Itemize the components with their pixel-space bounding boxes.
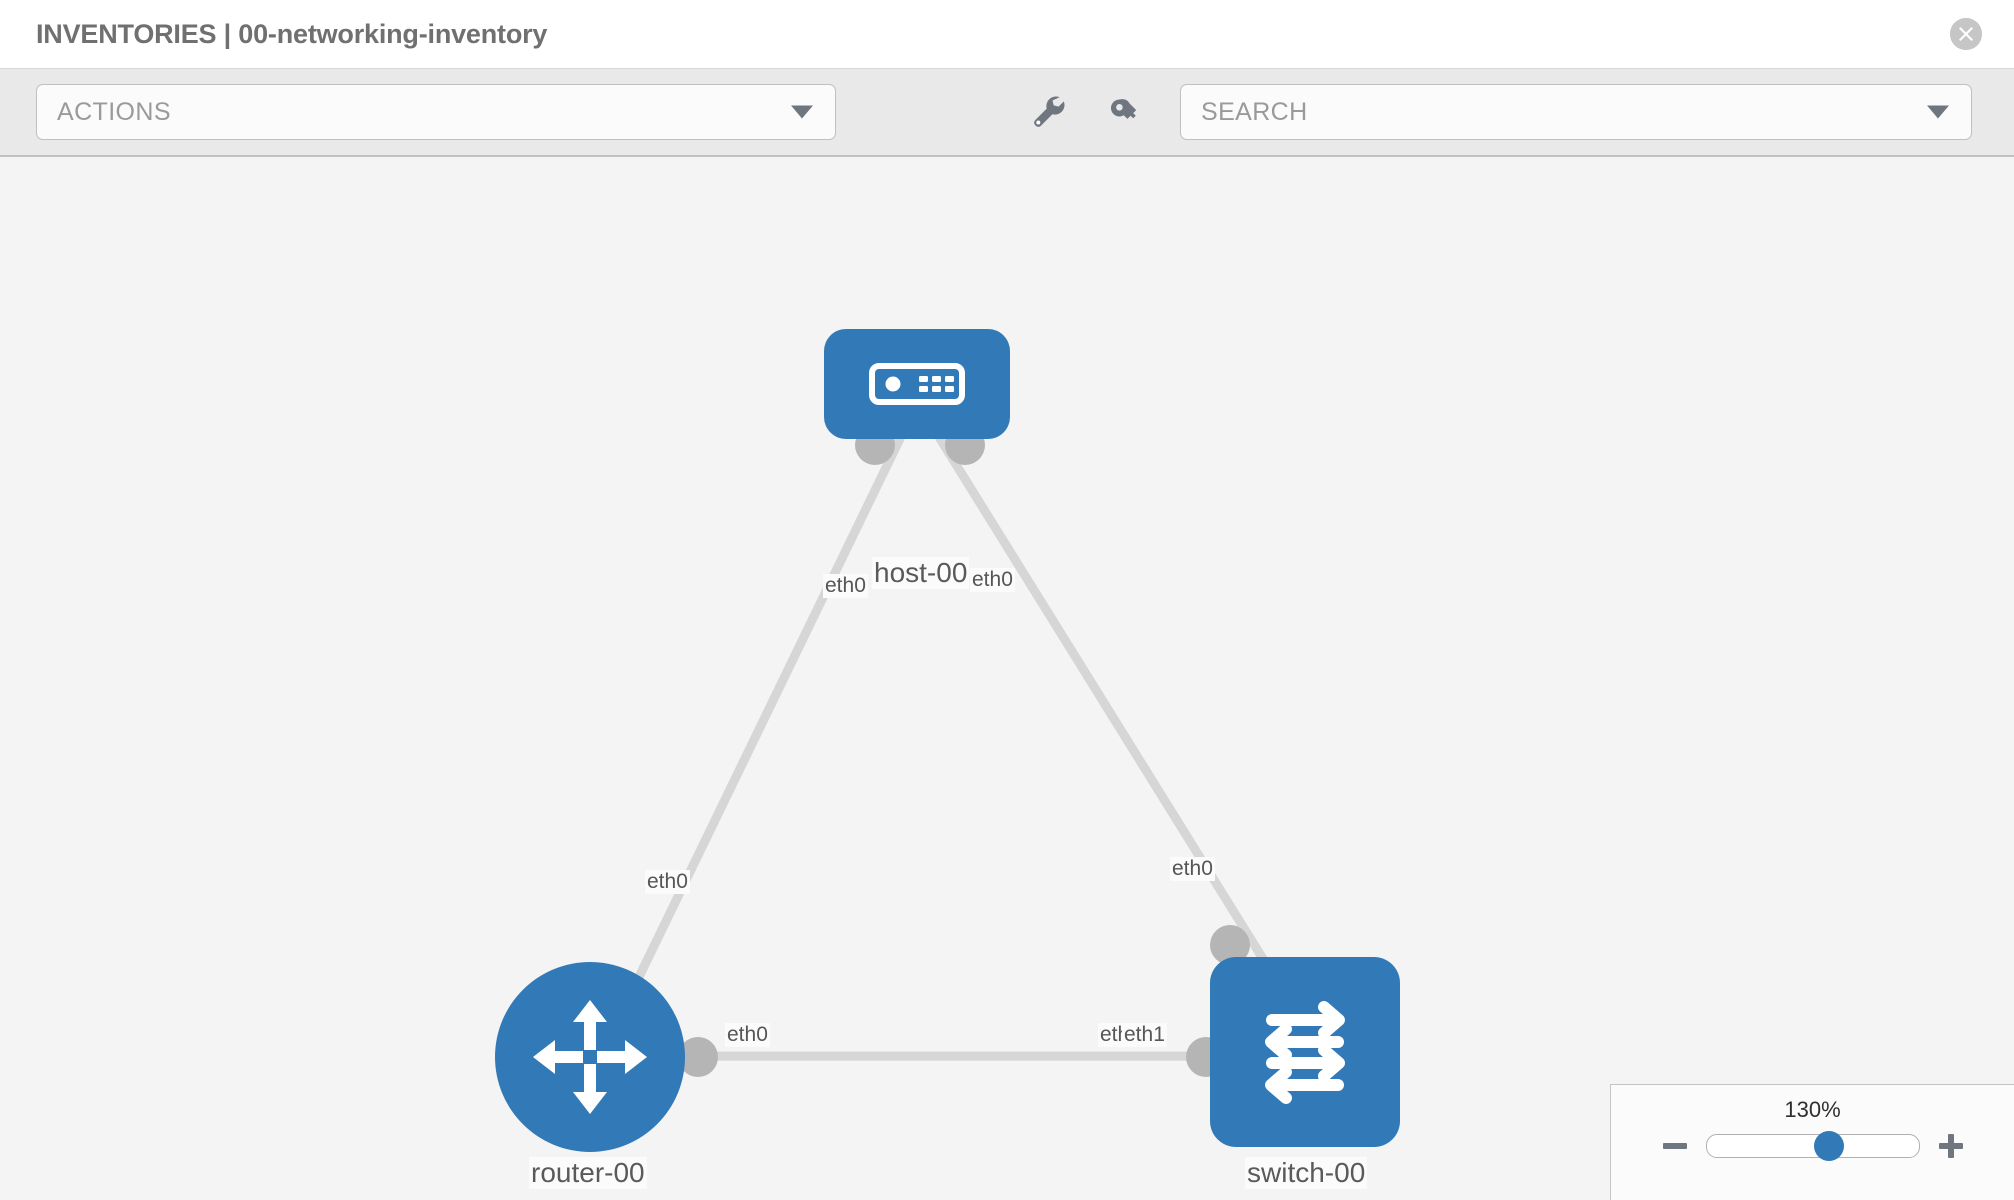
page-title: INVENTORIES | 00-networking-inventory bbox=[36, 18, 548, 49]
zoom-slider-row bbox=[1611, 1131, 2014, 1161]
chevron-down-icon bbox=[791, 105, 813, 119]
page-header: INVENTORIES | 00-networking-inventory bbox=[0, 0, 2014, 69]
chevron-down-icon[interactable] bbox=[1927, 105, 1949, 119]
zoom-slider-thumb[interactable] bbox=[1814, 1131, 1845, 1161]
edge-label-switch-left-b: eth1 bbox=[1122, 1023, 1167, 1047]
router-icon bbox=[533, 1000, 647, 1114]
actions-dropdown[interactable]: ACTIONS bbox=[36, 84, 836, 140]
plus-icon[interactable] bbox=[1936, 1131, 1966, 1161]
toolbar: ACTIONS bbox=[0, 69, 2014, 157]
zoom-control-panel: 130% bbox=[1610, 1084, 2014, 1200]
actions-dropdown-label: ACTIONS bbox=[57, 97, 171, 126]
edge-label-host-right: eth0 bbox=[970, 568, 1015, 592]
edge-label-host-left: eth0 bbox=[823, 574, 868, 598]
edge-label-router-up: eth0 bbox=[645, 870, 690, 894]
wrench-icon[interactable] bbox=[1026, 89, 1068, 136]
node-router-00[interactable] bbox=[495, 962, 685, 1152]
toolbar-icon-group bbox=[1026, 89, 1146, 136]
node-label-host-00: host-00 bbox=[872, 557, 970, 589]
node-label-switch-00: switch-00 bbox=[1245, 1157, 1368, 1189]
topology-edges bbox=[615, 434, 1285, 1061]
server-icon bbox=[869, 363, 965, 405]
node-host-00[interactable] bbox=[824, 329, 1010, 439]
node-switch-00[interactable] bbox=[1210, 957, 1400, 1147]
search-placeholder: SEARCH bbox=[1201, 97, 1308, 126]
minus-icon[interactable] bbox=[1660, 1131, 1690, 1161]
switch-icon bbox=[1265, 1001, 1345, 1104]
zoom-level-value: 130% bbox=[1784, 1097, 1841, 1122]
node-label-router-00: router-00 bbox=[529, 1157, 647, 1189]
edge-host-switch bbox=[935, 434, 1285, 991]
edge-label-router-right: eth0 bbox=[725, 1023, 770, 1047]
search-input[interactable]: SEARCH bbox=[1180, 84, 1972, 140]
zoom-slider[interactable] bbox=[1705, 1131, 1920, 1161]
close-icon[interactable] bbox=[1950, 18, 1982, 50]
topology-canvas[interactable]: host-00 router-00 switch-00 eth0 eth0 et… bbox=[0, 157, 2014, 1200]
key-icon[interactable] bbox=[1104, 89, 1146, 136]
edge-label-switch-up: eth0 bbox=[1170, 857, 1215, 881]
edge-host-router bbox=[615, 434, 905, 1021]
